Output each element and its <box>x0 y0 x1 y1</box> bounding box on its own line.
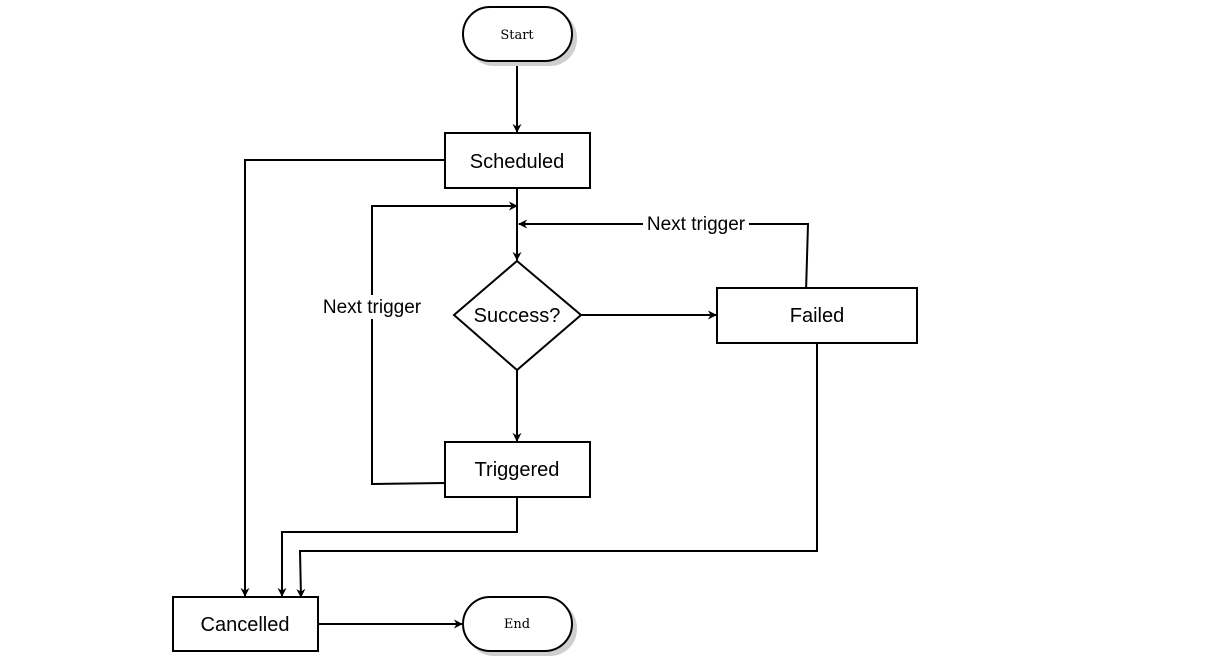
failed-label: Failed <box>790 305 844 327</box>
scheduled-node[interactable]: Scheduled <box>444 132 591 189</box>
end-node[interactable]: End <box>462 596 577 656</box>
next-trigger-label-failed: Next trigger <box>647 214 746 235</box>
start-label: Start <box>500 28 534 43</box>
triggered-node[interactable]: Triggered <box>444 441 591 498</box>
edge-label-triggered-next-trigger: Next trigger <box>320 295 426 319</box>
cancelled-label: Cancelled <box>201 614 290 636</box>
failed-node[interactable]: Failed <box>716 287 918 344</box>
cancelled-node[interactable]: Cancelled <box>172 596 319 652</box>
edge-scheduled-to-cancelled <box>240 159 445 597</box>
end-label: End <box>504 617 530 632</box>
scheduled-label: Scheduled <box>470 151 565 173</box>
edge-failed-to-loop <box>518 219 810 293</box>
edge-label-failed-next-trigger: Next trigger <box>643 212 749 236</box>
success-decision-node[interactable]: Success? <box>452 259 583 372</box>
triggered-label: Triggered <box>475 459 560 481</box>
start-node[interactable]: Start <box>462 6 577 66</box>
edge-failed-to-cancelled <box>296 343 818 598</box>
edge-triggered-to-cancelled <box>277 497 518 597</box>
edge-triggered-to-loop <box>371 201 518 486</box>
next-trigger-label-triggered: Next trigger <box>323 297 422 318</box>
success-label: Success? <box>474 305 561 327</box>
